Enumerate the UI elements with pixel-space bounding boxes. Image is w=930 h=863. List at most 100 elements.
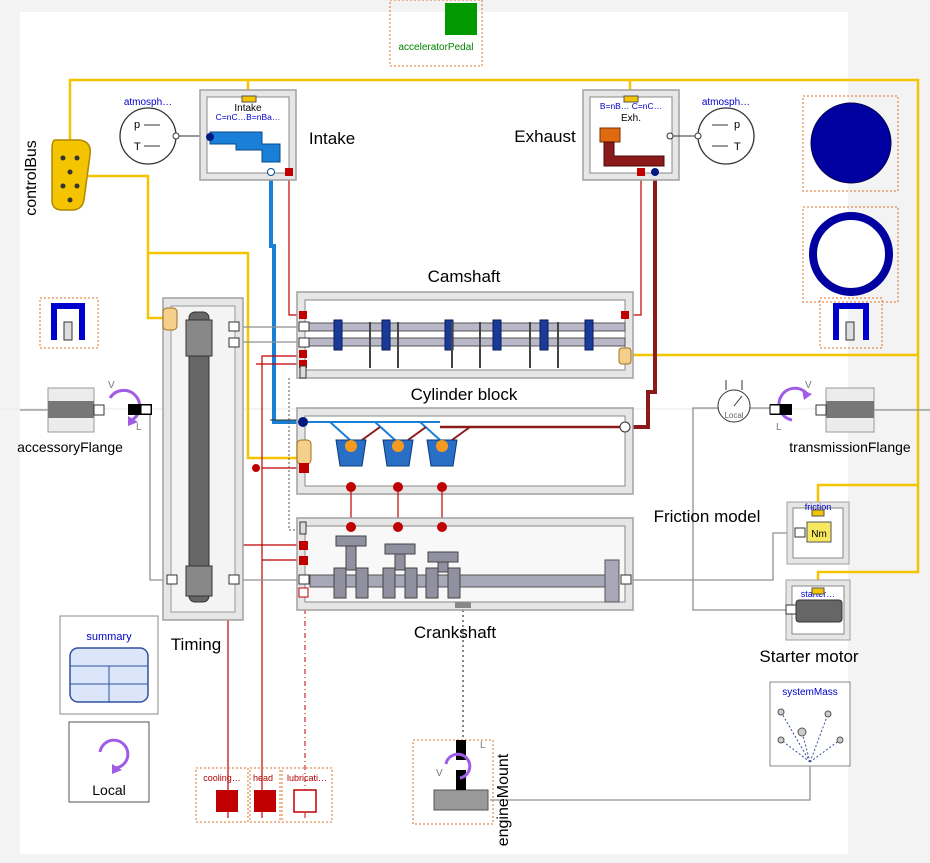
local-frame[interactable]: Local	[68, 721, 150, 803]
cylinder-bus-port-icon[interactable]	[296, 439, 312, 465]
cylinder-exhaust-port-icon[interactable]	[619, 421, 631, 433]
intake-bus-port-icon[interactable]	[241, 95, 257, 103]
pressure-sensor-icon	[697, 107, 755, 165]
timing-bus-port-icon[interactable]	[162, 307, 178, 331]
head-port[interactable]: head	[249, 767, 281, 823]
starter-motor[interactable]: starter… Starter motor	[759, 579, 859, 666]
flange-port-icon[interactable]	[166, 574, 178, 585]
camshaft-heat-port-icon[interactable]	[299, 311, 307, 319]
friction-block-icon	[806, 521, 832, 543]
pressure-label: p	[134, 119, 140, 131]
intake-out-port-icon[interactable]	[267, 168, 275, 176]
torque-sensor[interactable]: Local	[717, 380, 751, 423]
exhaust-name: Exhaust	[514, 127, 576, 146]
cooling-port[interactable]: cooling…	[195, 767, 249, 823]
flange-port-icon[interactable]	[298, 337, 310, 348]
accessory-flange-label: accessoryFlange	[17, 439, 123, 455]
cam-shaft-top-icon	[304, 322, 626, 332]
signal-port-icon[interactable]	[299, 365, 307, 379]
cylinder-block[interactable]: Cylinder block	[296, 385, 634, 495]
piston-port-icon[interactable]	[346, 522, 356, 532]
transmission-flange[interactable]: transmissionFlange	[789, 387, 911, 455]
exhaust-fluid-port-icon[interactable]	[651, 168, 659, 176]
heat-port-icon[interactable]	[299, 350, 307, 358]
crank-transmission-shaft	[625, 407, 718, 581]
flange-port-icon[interactable]	[620, 574, 632, 585]
flange-port-icon[interactable]	[140, 404, 152, 415]
piston-port-icon[interactable]	[393, 482, 403, 492]
flange-port-icon[interactable]	[228, 574, 240, 585]
ring-indicator	[802, 206, 899, 303]
fluid-port-icon[interactable]	[666, 132, 674, 140]
accessory-flange[interactable]: accessoryFlange	[17, 387, 123, 455]
speed-sensor-body-icon	[128, 404, 152, 415]
mount-port-icon[interactable]	[455, 602, 471, 608]
system-mass[interactable]: systemMass	[769, 681, 851, 767]
friction-unit-label: Nm	[811, 529, 827, 540]
signal-port-icon[interactable]	[299, 521, 307, 535]
accelerator-pedal[interactable]: acceleratorPedal	[389, 0, 483, 67]
flange-port-icon[interactable]	[794, 527, 806, 538]
rotation-arrow-icon	[444, 752, 472, 780]
intake-fluid-port-icon[interactable]	[206, 133, 214, 141]
lube-port-icon[interactable]	[298, 587, 309, 598]
cylinder-heat-port-icon[interactable]	[299, 463, 309, 473]
camshaft-bus-port-icon[interactable]	[618, 347, 632, 365]
flange-port-icon[interactable]	[769, 404, 781, 415]
intake-heat-port-icon[interactable]	[285, 168, 293, 176]
timing[interactable]: Timing	[162, 297, 244, 654]
transmission-bearing	[819, 297, 883, 349]
atmosphere-right-label: atmosph…	[702, 97, 750, 108]
camshaft-heat-port-icon[interactable]	[621, 311, 629, 319]
friction-model[interactable]: Friction model friction Nm	[654, 501, 850, 565]
exhaust-flame-icon	[599, 127, 621, 143]
piston-port-icon[interactable]	[393, 522, 403, 532]
sensor-local-label: Local	[724, 411, 743, 420]
heat-port-icon[interactable]	[299, 360, 307, 368]
fluid-port-icon[interactable]	[694, 132, 702, 140]
piston-port-icon[interactable]	[437, 522, 447, 532]
exhaust-bus-port-icon[interactable]	[623, 95, 639, 103]
intake-manifold[interactable]: Intake C=nC…B=nBa… Intake	[199, 89, 355, 181]
exhaust-heat-port-icon[interactable]	[637, 168, 645, 176]
flange-port-icon[interactable]	[298, 574, 310, 585]
transmission-speed-sensor[interactable]: V L	[769, 380, 812, 433]
flange-port-icon[interactable]	[228, 337, 240, 348]
atmosphere-left[interactable]: atmosph… p T	[119, 97, 208, 165]
crank-heat-port-icon[interactable]	[299, 556, 308, 565]
flange-port-icon[interactable]	[228, 321, 240, 332]
starter-bus-port-icon[interactable]	[811, 587, 825, 595]
cooling-port-frame	[195, 767, 249, 823]
flange-port-icon[interactable]	[298, 321, 310, 332]
flange-port-icon[interactable]	[93, 404, 105, 416]
accessory-speed-sensor[interactable]: V L	[108, 380, 152, 433]
pressure-sensor-icon	[119, 107, 177, 165]
exhaust-manifold[interactable]: B=nB… C=nC… Exh. Exhaust	[514, 89, 680, 181]
transmission-flange-label: transmissionFlange	[789, 439, 911, 455]
engine-mount[interactable]: V L engineMount	[412, 739, 512, 846]
mass-point-icon	[836, 736, 844, 744]
mount-body-icon	[456, 740, 466, 760]
piston-port-icon[interactable]	[437, 482, 447, 492]
flange-port-icon[interactable]	[785, 604, 797, 615]
summary[interactable]: summary	[59, 615, 159, 715]
control-bus[interactable]: controlBus	[23, 139, 92, 216]
atmosphere-right[interactable]: atmosph… p T	[673, 97, 755, 165]
fluid-port-icon[interactable]	[172, 132, 180, 140]
accelerator-pedal-frame	[389, 0, 483, 67]
solid-circle-indicator	[802, 95, 899, 192]
head-line-1	[261, 355, 303, 818]
mount-mass-line	[490, 765, 811, 801]
flange-port-icon[interactable]	[815, 404, 827, 416]
temperature-label: T	[734, 141, 741, 153]
crankshaft[interactable]: Crankshaft	[296, 517, 634, 642]
cylinder-intake-port-icon[interactable]	[298, 417, 308, 427]
crank-heat-port-icon[interactable]	[299, 541, 308, 550]
mass-point-icon	[824, 710, 832, 718]
friction-bus-port-icon[interactable]	[811, 509, 825, 517]
mass-point-icon	[777, 708, 785, 716]
lubrication-port[interactable]: lubricati…	[281, 767, 333, 823]
camshaft[interactable]: Camshaft	[296, 267, 634, 379]
piston-port-icon[interactable]	[346, 482, 356, 492]
